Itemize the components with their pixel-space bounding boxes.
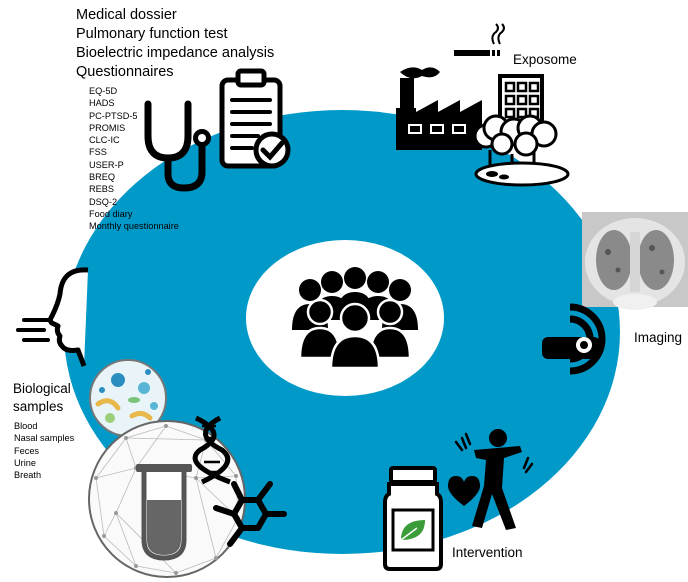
heading-pulmonary-function-test: Pulmonary function test [76,26,228,42]
list-item: Urine [14,457,36,468]
lung-ct-scan-image [582,212,688,310]
test-tube-icon [136,464,192,561]
questionnaire-list: EQ-5D HADS PC-PTSD-5 PROMIS CLC-IC FSS U… [89,85,179,233]
fitness-heart-person-icon [448,429,534,530]
list-item: Food diary [89,208,133,219]
list-item: REBS [89,184,115,195]
list-item: Blood [14,421,38,431]
list-item: USER-P [89,159,124,170]
exposome-label: Exposome [513,52,577,67]
heading-bioelectric-impedance: Bioelectric impedance analysis [76,45,275,61]
heading-medical-dossier: Medical dossier [76,7,177,23]
intervention-label: Intervention [452,545,523,560]
heading-questionnaires: Questionnaires [76,64,174,80]
factory-icon [396,67,482,150]
clipboard-check-icon [219,68,291,169]
list-item: PROMIS [89,122,126,133]
breath-face-icon [16,267,89,367]
list-item: Breath [14,470,42,481]
list-item: Nasal samples [14,433,75,444]
list-item: CLC-IC [89,135,120,146]
microbes-image [89,359,167,437]
biological-title-line1: Biological [13,381,71,396]
stethoscope-icon [144,100,211,192]
molecule-icon [213,481,287,547]
biological-sample-list: Blood Nasal samples Feces Urine Breath [14,420,74,481]
cigarette-icon [454,23,505,56]
list-item: PC-PTSD-5 [89,110,138,121]
city-trees-icon [473,74,570,187]
list-item: BREQ [89,172,116,183]
list-item: EQ-5D [89,86,118,96]
list-item: Feces [14,445,40,456]
dna-icon [192,415,231,485]
people-group-icon [292,267,418,370]
list-item: FSS [89,147,107,158]
biological-title-line2: samples [13,399,64,414]
medicine-bottle-icon [383,466,443,571]
list-item: DSQ-2 [89,196,118,207]
imaging-label: Imaging [634,330,683,345]
mri-scanner-icon [542,303,606,375]
medical-headings: Medical dossier Pulmonary function test … [76,6,274,82]
list-item: Monthly questionnaire [89,221,179,232]
list-item: HADS [89,98,115,109]
